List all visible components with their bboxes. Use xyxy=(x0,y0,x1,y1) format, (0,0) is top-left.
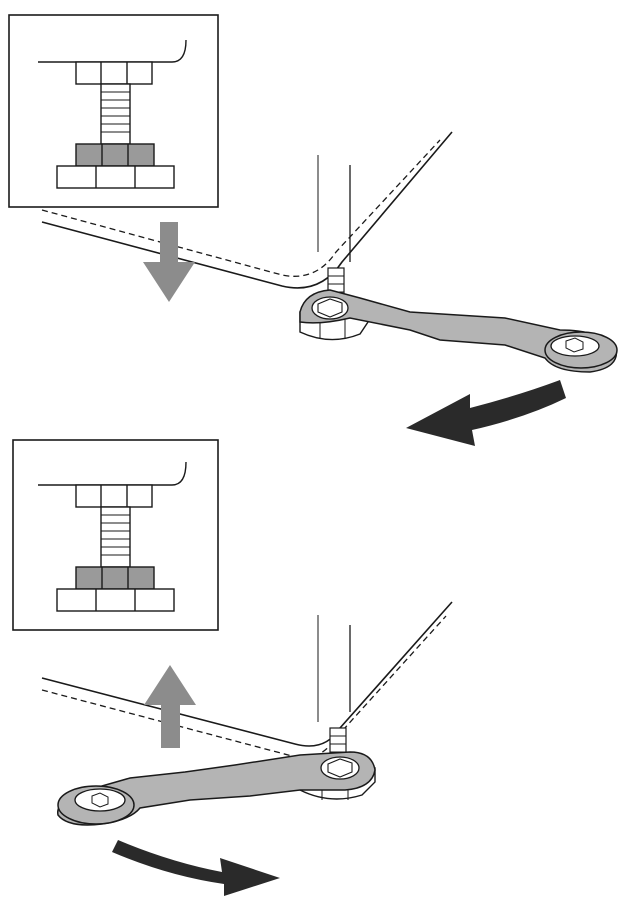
step-raise xyxy=(12,439,453,896)
threaded-bolt xyxy=(100,506,131,568)
lock-nut xyxy=(75,143,155,167)
step-lower xyxy=(8,14,618,446)
wrench-raise xyxy=(57,751,376,826)
curved-arrow-counterclockwise-icon xyxy=(406,380,566,446)
wrench-lower xyxy=(299,289,618,373)
appliance-corner-line xyxy=(38,39,187,63)
appliance-outline-lower xyxy=(41,131,453,289)
arrow-up-icon xyxy=(144,665,196,748)
threaded-bolt xyxy=(100,83,131,145)
top-nut xyxy=(75,61,153,85)
foot-base xyxy=(56,588,175,612)
lock-nut xyxy=(75,566,155,590)
inset-box-raise xyxy=(12,439,219,631)
inset-box-lower xyxy=(8,14,219,208)
appliance-corner-line xyxy=(38,461,187,486)
foot-base xyxy=(56,165,175,189)
arrow-down-icon xyxy=(143,222,195,302)
curved-arrow-clockwise-icon xyxy=(112,840,280,896)
top-nut xyxy=(75,484,153,508)
